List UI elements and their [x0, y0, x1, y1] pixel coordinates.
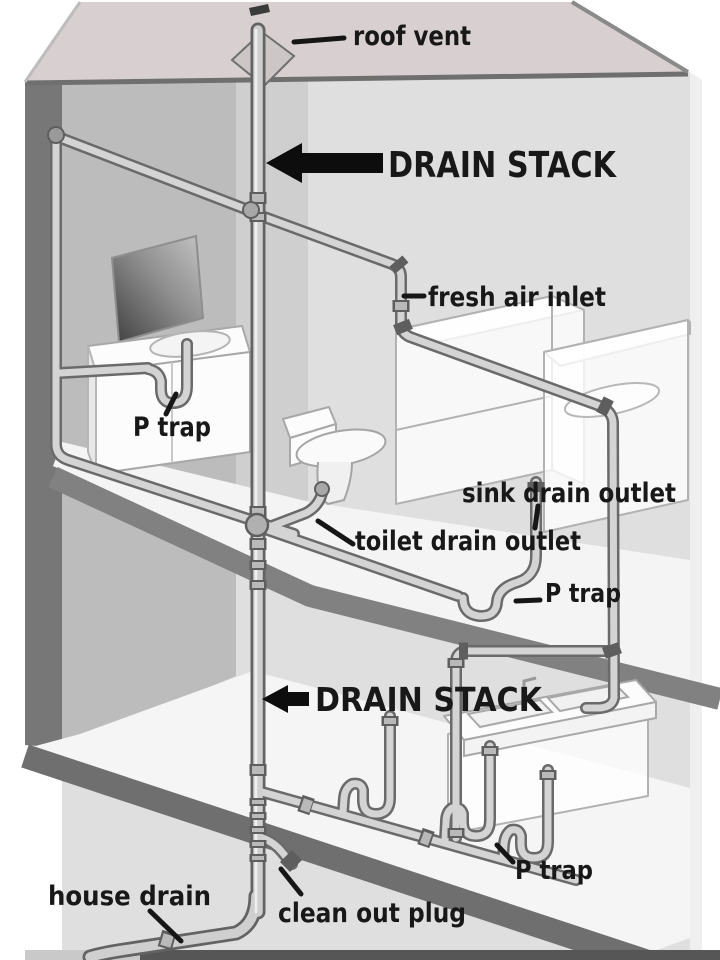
roof-left-edge: [23, 1, 82, 83]
stack-vent-tee: [242, 201, 260, 219]
right-wall-edge: [690, 72, 702, 950]
roof-vent-cap: [249, 4, 270, 16]
label-sink-drain-outlet: sink drain outlet: [462, 478, 676, 509]
arrows: [262, 143, 383, 713]
label-toilet-drain-outlet: toilet drain outlet: [355, 526, 581, 557]
vent-wall-flange: [47, 126, 65, 144]
leader-lines: [147, 35, 543, 944]
label-clean-out-plug: clean out plug: [278, 898, 466, 929]
labels: roof vent DRAIN STACK fresh air inlet P …: [48, 21, 676, 929]
kitchen-faucet: [522, 676, 537, 694]
fixtures: [87, 234, 691, 835]
cabinet-a-front: [395, 295, 553, 505]
middle-floor-slab: [48, 467, 720, 710]
kitchen-sink-apron: [463, 700, 657, 758]
drain-stack-arrow-upper: [266, 143, 383, 183]
bottom-strip-dark: [140, 950, 720, 960]
label-p-trap-bath: P trap: [133, 412, 211, 443]
stack-main-junction: [244, 512, 270, 538]
roof-vent-leader: [291, 35, 347, 45]
p-trap-bath-leader: [163, 391, 179, 417]
p-trap-kitchen-leader: [494, 842, 516, 865]
pipes: [47, 4, 622, 957]
label-house-drain: house drain: [48, 881, 211, 912]
pipe-fittings: [47, 126, 622, 951]
label-p-trap-kitchen: P trap: [515, 856, 593, 886]
toilet-drain-outlet-leader: [315, 518, 356, 547]
label-roof-vent: roof vent: [353, 21, 471, 52]
bathroom-mirror: [110, 234, 205, 344]
clean-out-plug-leader: [278, 866, 304, 897]
bathroom-trap-arm: [60, 368, 148, 373]
roof-right-edge: [570, 0, 690, 74]
label-drain-stack-upper: DRAIN STACK: [388, 145, 617, 186]
bottom-strip-light: [25, 950, 140, 960]
roof-front-edge: [24, 71, 689, 86]
drain-stack-arrow-lower: [262, 685, 309, 713]
label-drain-stack-lower: DRAIN STACK: [315, 680, 543, 719]
sink-drain-outlet-leader: [532, 503, 541, 531]
roof: [25, 2, 688, 82]
cabinet-a-shelf: [395, 395, 553, 431]
basement-floor-slab: [21, 744, 652, 960]
toilet-outlet-hub: [314, 481, 330, 497]
p-trap-sink-leader: [513, 597, 543, 604]
label-p-trap-sink: P trap: [545, 579, 621, 609]
kitchen-sink-bowl-left: [466, 698, 555, 729]
label-fresh-air-inlet: fresh air inlet: [428, 282, 606, 313]
house-drain-leader: [147, 908, 184, 944]
